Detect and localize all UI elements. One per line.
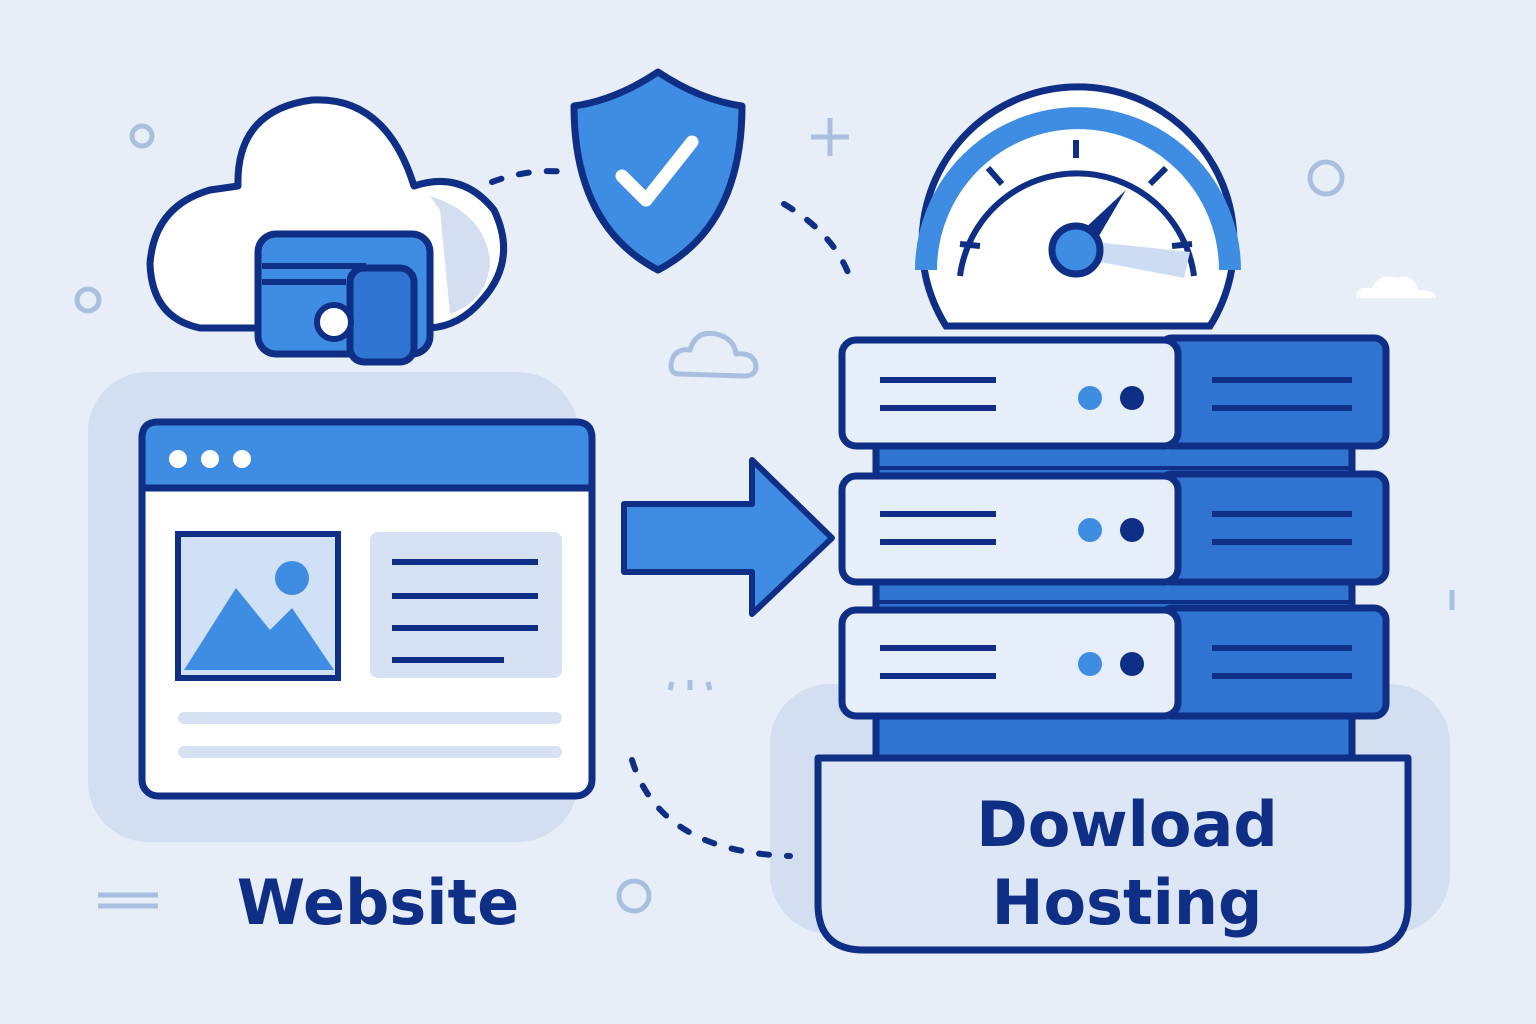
- speedometer-icon: [915, 83, 1241, 330]
- dashed-connector: [489, 168, 569, 185]
- deco-circle: [1307, 159, 1345, 197]
- window-dot: [201, 450, 219, 468]
- dashed-connector: [781, 201, 855, 287]
- text-block: [370, 532, 562, 678]
- wallet-icon: [254, 230, 434, 366]
- dashed-connector: [629, 757, 793, 859]
- server-unit: [838, 334, 1390, 450]
- browser-window-icon: [138, 418, 596, 800]
- server-unit: [838, 470, 1390, 586]
- server-unit: [838, 604, 1390, 720]
- server-stack-icon: [838, 334, 1390, 764]
- deco-circle: [74, 286, 102, 314]
- arrow-right-icon: [621, 457, 835, 617]
- hosting-label-line1: Dowload: [976, 788, 1278, 861]
- deco-tick: [667, 681, 675, 691]
- image-icon: [175, 531, 341, 681]
- window-dot: [169, 450, 187, 468]
- content-bar: [178, 712, 562, 724]
- deco-circle: [616, 878, 652, 914]
- deco-tick: [705, 681, 713, 691]
- small-cloud-icon: [668, 330, 759, 379]
- window-dot: [233, 450, 251, 468]
- decorative-marks: [74, 118, 1455, 914]
- hosting-base-box: [814, 754, 1412, 954]
- small-white-cloud-icon: [1356, 276, 1436, 298]
- deco-circle: [129, 123, 155, 149]
- shield-check-icon: [570, 68, 746, 274]
- website-label: Website: [236, 866, 520, 939]
- content-bar: [178, 746, 562, 758]
- hosting-label-line2: Hosting: [991, 866, 1263, 939]
